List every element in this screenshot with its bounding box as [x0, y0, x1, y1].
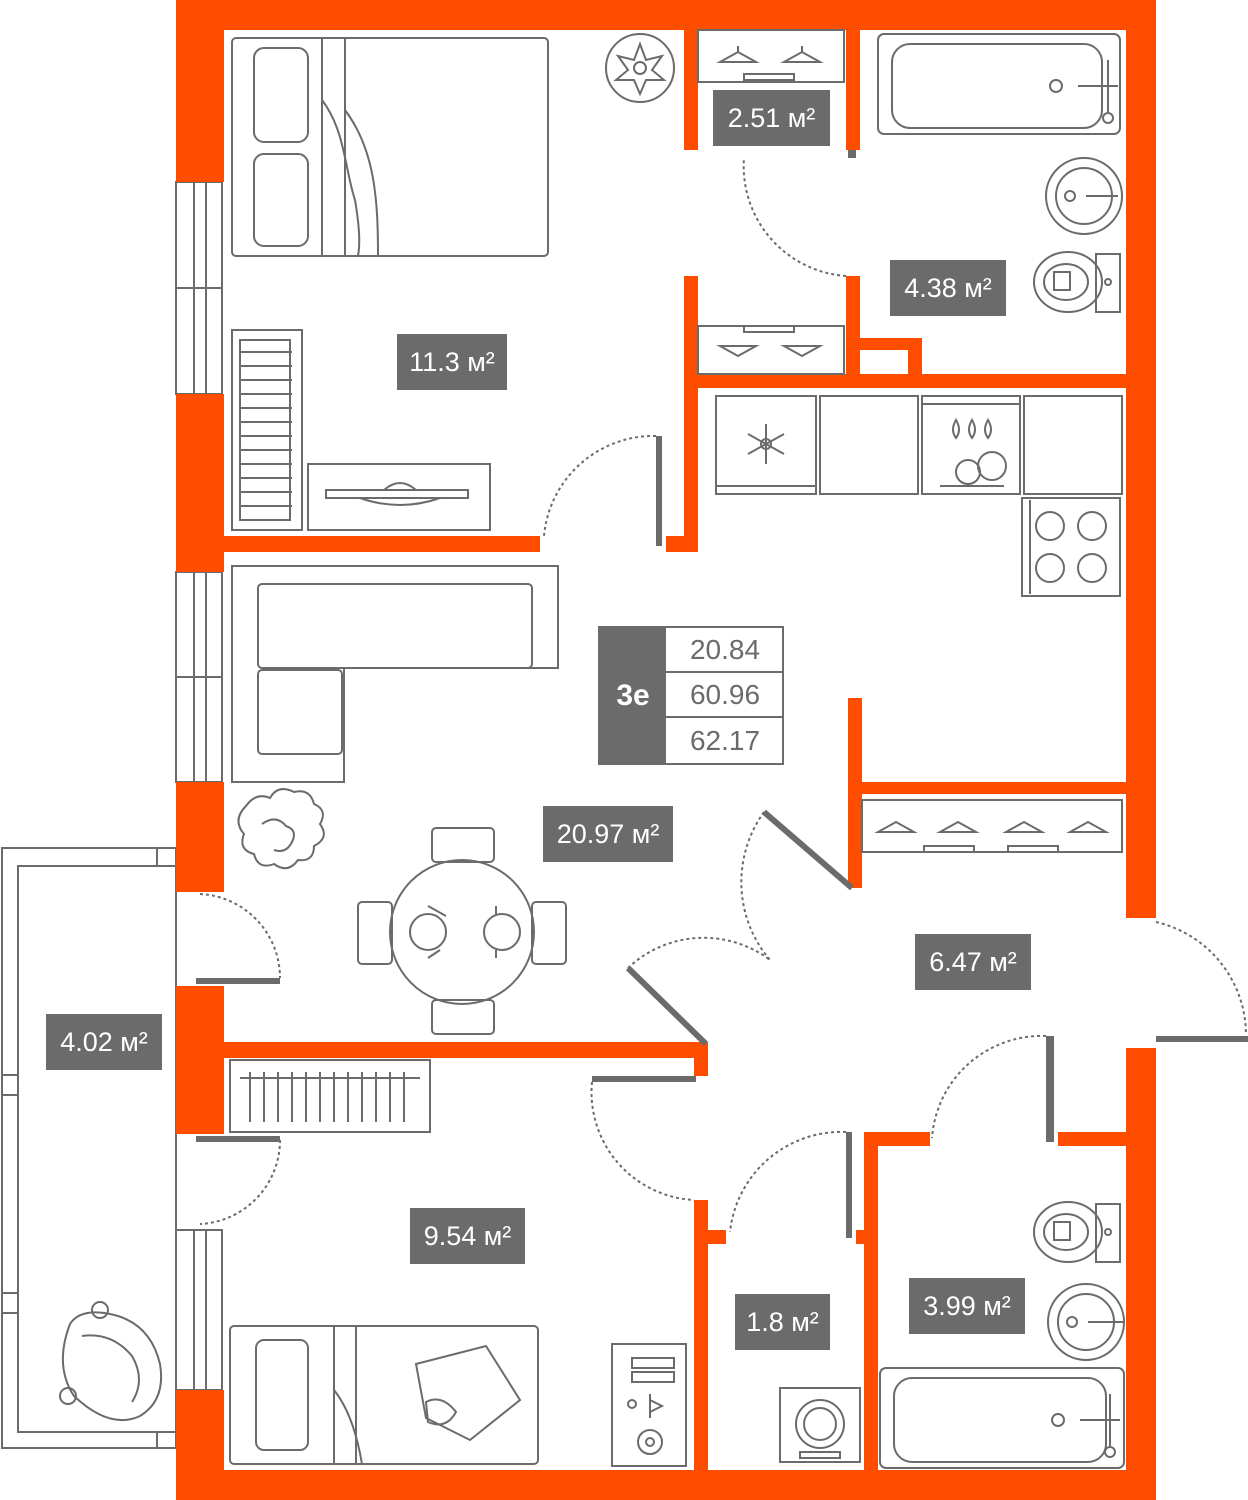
apartment-type: 3е	[600, 628, 666, 763]
wardrobe-icon	[861, 799, 1123, 853]
summary-value: 62.17	[689, 724, 761, 756]
area-label-bedroom-2: 9.54 м²	[410, 1208, 525, 1264]
area-label-bathroom-1: 4.38 м²	[890, 260, 1006, 316]
plant-icon	[237, 788, 325, 870]
cabinet	[1023, 395, 1123, 495]
area-label-living-kitchen: 20.97 м²	[543, 806, 673, 862]
desk-icon	[307, 463, 491, 531]
area-label-hallway: 6.47 м²	[915, 934, 1031, 990]
doors	[196, 150, 1248, 1238]
sink-icon	[1047, 1283, 1125, 1361]
sofa-icon	[231, 565, 559, 783]
cabinet	[819, 395, 919, 495]
bathtub-icon	[879, 1367, 1125, 1469]
sink-icon	[1045, 157, 1123, 235]
shelf-icon	[611, 1343, 687, 1467]
area-label-wardrobe-1: 2.51 м²	[713, 90, 830, 146]
bed-icon	[231, 37, 549, 257]
bathtub-icon	[877, 33, 1121, 135]
summary-value: 60.96	[666, 673, 784, 718]
fridge-icon	[715, 395, 817, 495]
toilet-icon	[1033, 251, 1121, 313]
radiator-icon	[229, 1059, 431, 1133]
dining-table-icon	[357, 827, 567, 1035]
area-label-laundry: 1.8 м²	[735, 1294, 830, 1350]
apartment-summary: 3е 20.84 60.96 62.17	[598, 626, 784, 765]
area-label-bedroom-1: 11.3 м²	[397, 334, 507, 390]
walls	[176, 0, 1156, 1500]
plant-icon	[605, 33, 675, 103]
toilet-icon	[1033, 1201, 1121, 1263]
stove-icon	[1021, 497, 1121, 597]
dishwasher-icon	[921, 395, 1021, 495]
bed-icon	[229, 1325, 539, 1465]
shelf-icon	[231, 329, 303, 531]
armchair-icon	[59, 1301, 162, 1421]
wardrobe-icon	[697, 29, 845, 375]
summary-value: 20.84	[666, 628, 784, 673]
area-label-bathroom-2: 3.99 м²	[909, 1278, 1025, 1334]
washing-machine-icon	[779, 1387, 861, 1463]
balcony-outline	[1, 847, 177, 1449]
area-label-balcony: 4.02 м²	[46, 1014, 162, 1070]
